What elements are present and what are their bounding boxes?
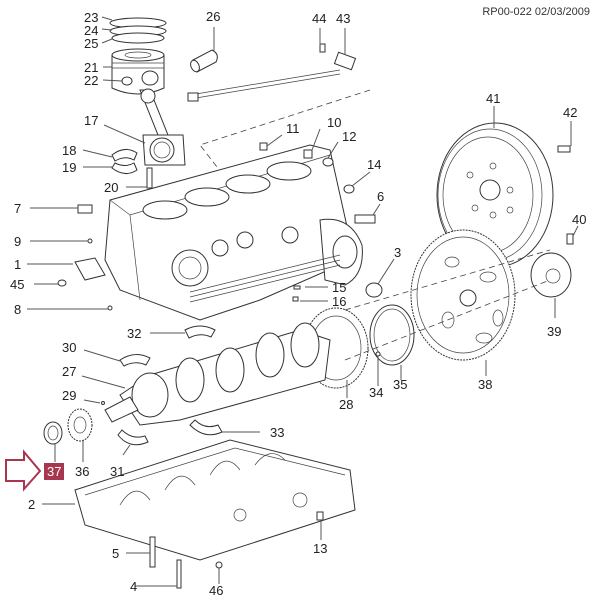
callout-4[interactable]: 4 (130, 579, 138, 594)
callout-26[interactable]: 26 (206, 9, 221, 24)
callout-20[interactable]: 20 (104, 180, 119, 195)
callout-19[interactable]: 19 (62, 160, 77, 175)
callout-31[interactable]: 31 (110, 464, 125, 479)
callout-13[interactable]: 13 (313, 541, 328, 556)
callout-32[interactable]: 32 (127, 326, 142, 341)
callout-39[interactable]: 39 (547, 324, 562, 339)
plug-14 (343, 184, 355, 194)
main-bearing-32 (184, 325, 216, 339)
conrod-bolt (146, 167, 153, 189)
key-29 (101, 401, 105, 405)
callout-1[interactable]: 1 (14, 257, 22, 272)
callout-6[interactable]: 6 (377, 189, 385, 204)
seal-3 (365, 282, 383, 298)
lower-crankcase (74, 439, 356, 561)
crank-gear (67, 408, 93, 442)
dowel-11 (259, 142, 268, 151)
bolt-42 (557, 145, 571, 153)
plug-10 (303, 149, 313, 159)
pin-8 (107, 305, 113, 311)
callout-21[interactable]: 21 (84, 60, 99, 75)
callout-18[interactable]: 18 (62, 143, 77, 158)
connecting-rod (139, 88, 186, 166)
callout-15[interactable]: 15 (332, 280, 347, 295)
callout-2[interactable]: 2 (28, 497, 36, 512)
callout-35[interactable]: 35 (393, 377, 408, 392)
piston-rings (109, 17, 167, 44)
callout-37-highlighted[interactable]: 37 (44, 463, 65, 480)
callout-9[interactable]: 9 (14, 234, 22, 249)
spacer-ring (369, 304, 415, 366)
callout-38[interactable]: 38 (478, 377, 493, 392)
callout-33[interactable]: 33 (270, 425, 285, 440)
stud-6 (354, 214, 376, 224)
callout-34[interactable]: 34 (369, 385, 384, 400)
callout-44[interactable]: 44 (312, 11, 327, 26)
conrod-bearing-upper (111, 149, 138, 162)
callout-27[interactable]: 27 (62, 364, 77, 379)
callout-22[interactable]: 22 (84, 73, 99, 88)
engine-block (74, 144, 363, 321)
callout-36[interactable]: 36 (75, 464, 90, 479)
dowel-46 (215, 561, 223, 569)
flexplate (410, 229, 516, 361)
callout-45[interactable]: 45 (10, 277, 25, 292)
leader-lines (27, 16, 579, 587)
callout-24[interactable]: 24 (84, 23, 99, 38)
callout-41[interactable]: 41 (486, 91, 501, 106)
callout-29[interactable]: 29 (62, 388, 77, 403)
piston-pin (190, 49, 218, 73)
callout-14[interactable]: 14 (367, 157, 382, 172)
part-16 (292, 296, 299, 302)
callout-40[interactable]: 40 (572, 212, 587, 227)
bolt-5 (149, 536, 156, 568)
bolt-4 (176, 559, 182, 589)
plug-7 (77, 204, 93, 214)
part-15 (293, 285, 301, 290)
piston (111, 48, 165, 95)
flexplate-reinforcement (530, 252, 572, 298)
crankshaft-position-sensor (187, 43, 357, 102)
callout-28[interactable]: 28 (339, 397, 354, 412)
right-arrow-icon (5, 449, 42, 492)
bolt-40 (566, 233, 574, 245)
callout-8[interactable]: 8 (14, 302, 22, 317)
piston-pin-clip (121, 76, 133, 86)
callout-10[interactable]: 10 (327, 115, 342, 130)
callout-30[interactable]: 30 (62, 340, 77, 355)
document-reference: RP00-022 02/03/2009 (482, 6, 590, 18)
callout-46[interactable]: 46 (209, 583, 224, 598)
plug-12 (322, 157, 334, 167)
main-bearing-31 (117, 429, 149, 446)
conrod-bearing-lower (111, 162, 138, 174)
callout-16[interactable]: 16 (332, 294, 347, 309)
callout-5[interactable]: 5 (112, 546, 120, 561)
callout-17[interactable]: 17 (84, 113, 99, 128)
callout-42[interactable]: 42 (563, 105, 578, 120)
main-bearing-30 (119, 354, 151, 367)
crankshaft-front-seal (43, 421, 63, 445)
main-bearing-33 (189, 419, 223, 436)
callout-43[interactable]: 43 (336, 11, 351, 26)
plug-13 (316, 511, 324, 521)
bolt-34 (375, 351, 381, 357)
crankshaft (104, 322, 331, 426)
callout-3[interactable]: 3 (394, 245, 402, 260)
callout-23[interactable]: 23 (84, 10, 99, 25)
callout-25[interactable]: 25 (84, 36, 99, 51)
callout-11[interactable]: 11 (286, 121, 300, 136)
pin-9 (87, 238, 93, 244)
callout-7[interactable]: 7 (14, 201, 22, 216)
callout-12[interactable]: 12 (342, 129, 357, 144)
plug-45 (57, 279, 67, 287)
